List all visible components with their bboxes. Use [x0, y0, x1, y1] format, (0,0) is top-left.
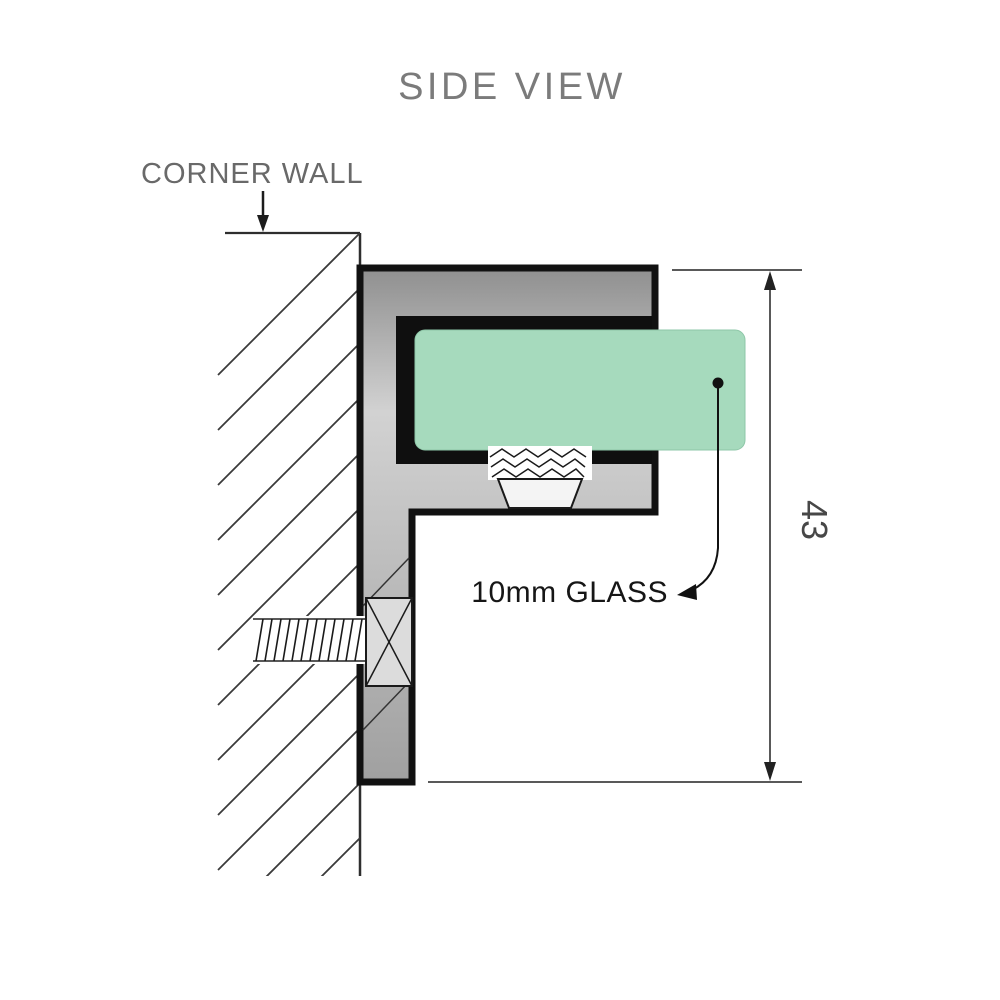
hatch-line	[217, 727, 360, 871]
screw-thread-line	[327, 618, 336, 662]
hatch-line	[217, 233, 360, 376]
screw-thread-line	[300, 618, 309, 662]
screw-thread-line	[264, 618, 273, 662]
glass-panel	[414, 329, 746, 451]
gasket-cup	[496, 478, 584, 509]
screw-thread-line	[273, 618, 282, 662]
hatch-line	[265, 782, 360, 876]
gasket-thread-line	[489, 448, 587, 458]
dimension-43: 43	[428, 269, 835, 783]
hatch-line	[217, 397, 360, 541]
gasket-screw	[488, 446, 592, 509]
screw-thread-line	[345, 618, 354, 662]
leader-arrowhead-icon	[677, 584, 697, 600]
screw-head-cross-line	[365, 597, 413, 687]
hatch-line	[217, 342, 360, 486]
corner-wall-label: CORNER WALL	[141, 158, 364, 190]
screw-thread-line	[255, 618, 264, 662]
hatch-line	[320, 837, 360, 876]
hatch-line	[217, 287, 360, 431]
diagram-title: SIDE VIEW	[398, 66, 626, 108]
leader-line	[691, 383, 719, 591]
hatch-line	[217, 672, 360, 816]
hatch-line	[217, 507, 360, 651]
screw-threads	[255, 618, 363, 662]
gasket-thread-line	[491, 468, 585, 478]
dim-value-label: 43	[794, 500, 835, 540]
screw-thread-line	[282, 618, 291, 662]
stem-chamfer-line	[362, 681, 410, 731]
screw-thread-line	[309, 618, 318, 662]
wall-hatching	[217, 233, 360, 876]
dim-arrowhead-top-icon	[764, 271, 776, 290]
corner-wall-arrowhead-icon	[257, 215, 269, 232]
glass-callout: 10mm GLASS	[471, 377, 724, 609]
hatch-line	[217, 452, 360, 596]
glass-thickness-label: 10mm GLASS	[471, 576, 668, 609]
wall-screw	[253, 557, 413, 731]
gasket-thread-line	[490, 458, 586, 468]
dim-arrowhead-bottom-icon	[764, 762, 776, 781]
screw-thread-line	[291, 618, 300, 662]
screw-thread-line	[318, 618, 327, 662]
screw-thread-line	[336, 618, 345, 662]
screw-thread-line	[354, 618, 363, 662]
